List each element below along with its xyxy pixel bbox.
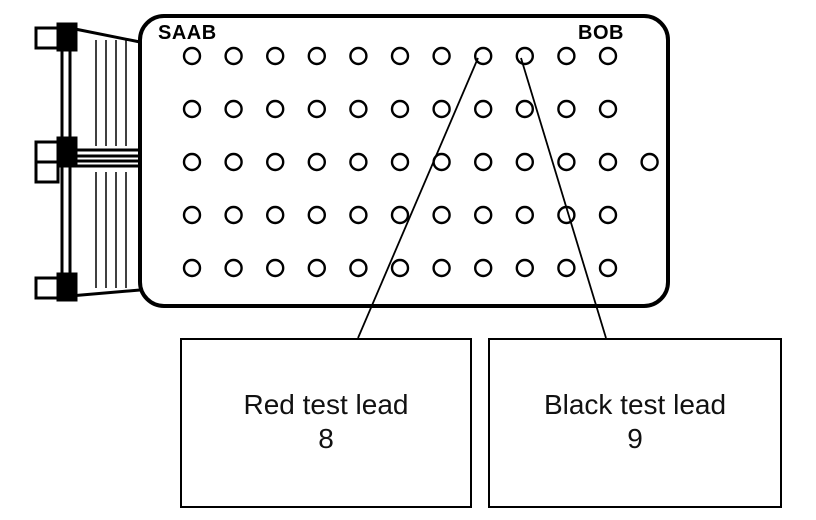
pin-hole	[598, 46, 618, 66]
pin-hole	[474, 152, 493, 172]
pin-hole	[266, 46, 285, 66]
pin-hole	[557, 46, 576, 66]
pin-hole	[224, 205, 243, 225]
pin-hole	[182, 205, 202, 225]
red-test-lead-callout: Red test lead 8	[180, 338, 472, 508]
pin-hole	[474, 99, 493, 119]
plug-middle	[34, 136, 78, 184]
pin-hole	[182, 99, 202, 119]
pin-hole	[557, 258, 576, 278]
pin-hole	[515, 152, 534, 172]
pin-hole	[474, 205, 493, 225]
pin-hole	[349, 152, 368, 172]
pin-hole	[390, 258, 410, 278]
pin-hole	[598, 152, 618, 172]
plug-top	[34, 22, 78, 52]
pin-hole	[224, 152, 243, 172]
black-test-lead-callout: Black test lead 9	[488, 338, 782, 508]
pin-hole	[432, 258, 451, 278]
pin-hole	[515, 99, 534, 119]
pin-hole	[224, 258, 243, 278]
plug-bottom	[34, 272, 78, 302]
pin-hole	[307, 258, 326, 278]
pin-hole	[349, 258, 368, 278]
pin-hole	[515, 46, 534, 66]
pin-hole	[307, 205, 326, 225]
bob-label: BOB	[578, 22, 624, 44]
pin-hole	[515, 205, 534, 225]
pin-hole	[182, 258, 202, 278]
pin-hole	[432, 205, 451, 225]
pin-hole	[182, 46, 202, 66]
pin-hole	[307, 152, 326, 172]
pin-hole	[390, 152, 410, 172]
black-lead-leader-line	[520, 57, 607, 339]
pin-hole	[557, 99, 576, 119]
pin-hole	[432, 99, 451, 119]
pin-hole	[515, 258, 534, 278]
pin-hole	[474, 258, 493, 278]
pin-hole	[474, 46, 493, 66]
pin-hole	[432, 46, 451, 66]
black-test-lead-pin: 9	[627, 423, 643, 454]
pin-hole	[224, 99, 243, 119]
pin-hole	[598, 205, 618, 225]
red-lead-leader-line	[357, 57, 479, 339]
pin-hole	[307, 99, 326, 119]
pin-hole	[266, 205, 285, 225]
pin-hole	[266, 99, 285, 119]
pin-hole	[266, 258, 285, 278]
pin-hole	[349, 205, 368, 225]
pin-hole	[182, 152, 202, 172]
red-test-lead-label: Red test lead	[243, 389, 409, 420]
pin-hole	[640, 152, 659, 172]
pin-hole	[390, 99, 410, 119]
pin-hole	[224, 46, 243, 66]
saab-label: SAAB	[158, 22, 217, 44]
pin-hole	[390, 46, 410, 66]
pin-hole	[307, 46, 326, 66]
pin-hole	[266, 152, 285, 172]
pin-hole	[390, 205, 410, 225]
pin-hole	[598, 258, 618, 278]
pin-hole	[557, 152, 576, 172]
pin-grid	[182, 46, 659, 278]
red-test-lead-pin: 8	[318, 423, 334, 454]
pin-hole	[349, 99, 368, 119]
pin-hole	[349, 46, 368, 66]
pin-hole	[598, 99, 618, 119]
black-test-lead-label: Black test lead	[543, 389, 727, 420]
